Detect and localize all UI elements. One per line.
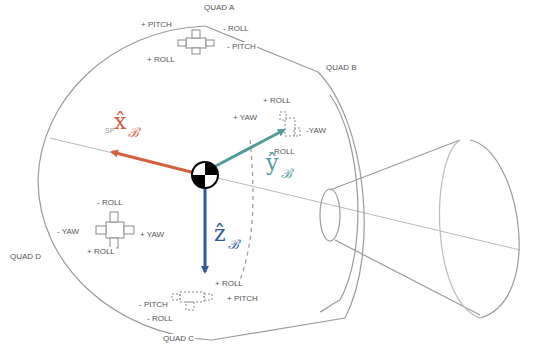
thruster-label: + ROLL [146, 55, 176, 64]
thruster-label: + ROLL [214, 279, 244, 288]
quad-name: QUAD D [9, 252, 42, 261]
axis-subscript: ℬ [128, 126, 139, 140]
thruster-label: + ROLL [86, 247, 116, 256]
faint-mark: SP [104, 126, 115, 135]
quad-name: QUAD C [162, 334, 195, 343]
thruster-label: - PITCH [138, 300, 169, 309]
quad-name: QUAD A [203, 3, 235, 12]
thruster-label: - ROLL [222, 24, 250, 33]
body-axes [112, 130, 284, 272]
thruster-label: - ROLL [146, 314, 174, 323]
center-of-mass-symbol [192, 162, 218, 188]
rcs-quad-a [178, 30, 214, 54]
rcs-quad-d [96, 212, 134, 248]
thruster-label: + ROLL [262, 96, 292, 105]
rcs-quad-c [172, 292, 212, 310]
thruster-label: + YAW [232, 113, 258, 122]
thruster-label: - PITCH [226, 42, 257, 51]
thruster-label: - YAW [56, 227, 80, 236]
thruster-label: + PITCH [226, 294, 259, 303]
axis-label: ẑ [214, 222, 226, 246]
thruster-label: + YAW [139, 230, 165, 239]
thruster-label: - ROLL [96, 198, 124, 207]
axis-label: ŷ [266, 151, 278, 175]
quad-name: QUAD B [325, 63, 358, 72]
thruster-label: -YAW [305, 126, 327, 135]
thruster-label: + PITCH [140, 20, 173, 29]
service-module-outline [38, 26, 520, 340]
rcs-quad-b [280, 112, 300, 136]
axis-subscript: ℬ [228, 238, 239, 252]
axis-subscript: ℬ [281, 167, 292, 181]
axis-label: x̂ [114, 110, 126, 134]
